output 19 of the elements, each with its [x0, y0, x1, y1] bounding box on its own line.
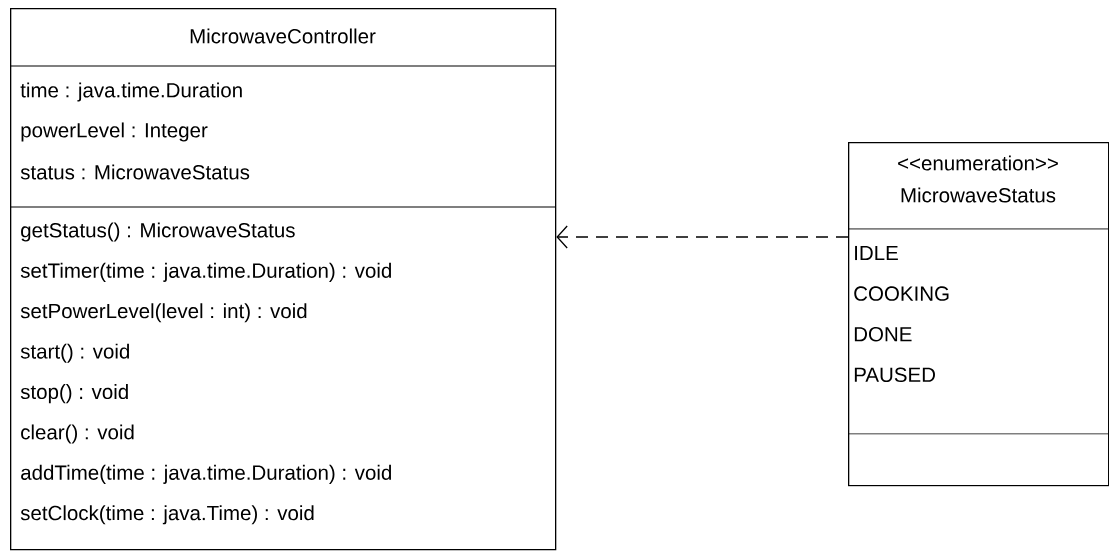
class-name: MicrowaveStatus	[901, 187, 1056, 203]
method-text: start() : void	[20, 343, 129, 363]
method-text: setPowerLevel(level : int) : void	[20, 303, 307, 323]
attribute-text: time : java.time.Duration	[20, 82, 242, 102]
method-text: setTimer(time : java.time.Duration) : void	[20, 262, 391, 282]
literal-text: IDLE	[855, 245, 898, 261]
attribute-text: powerLevel : Integer	[21, 122, 208, 142]
class-name: MicrowaveController	[190, 28, 376, 44]
method-text: setClock(time : java.Time) : void	[20, 505, 314, 525]
method-text: getStatus() : MicrowaveStatus	[21, 222, 295, 242]
literal-text: PAUSED	[854, 367, 935, 383]
class-name: <<enumeration>>	[898, 155, 1058, 171]
attribute-text: status : MicrowaveStatus	[20, 164, 250, 180]
method-text: clear() : void	[21, 424, 134, 444]
literal-text: COOKING	[854, 286, 949, 301]
literal-text: DONE	[854, 326, 912, 342]
method-text: addTime(time : java.time.Duration) : void	[21, 464, 391, 484]
method-text: stop() : void	[20, 384, 128, 404]
dependency-arrow	[556, 225, 849, 249]
